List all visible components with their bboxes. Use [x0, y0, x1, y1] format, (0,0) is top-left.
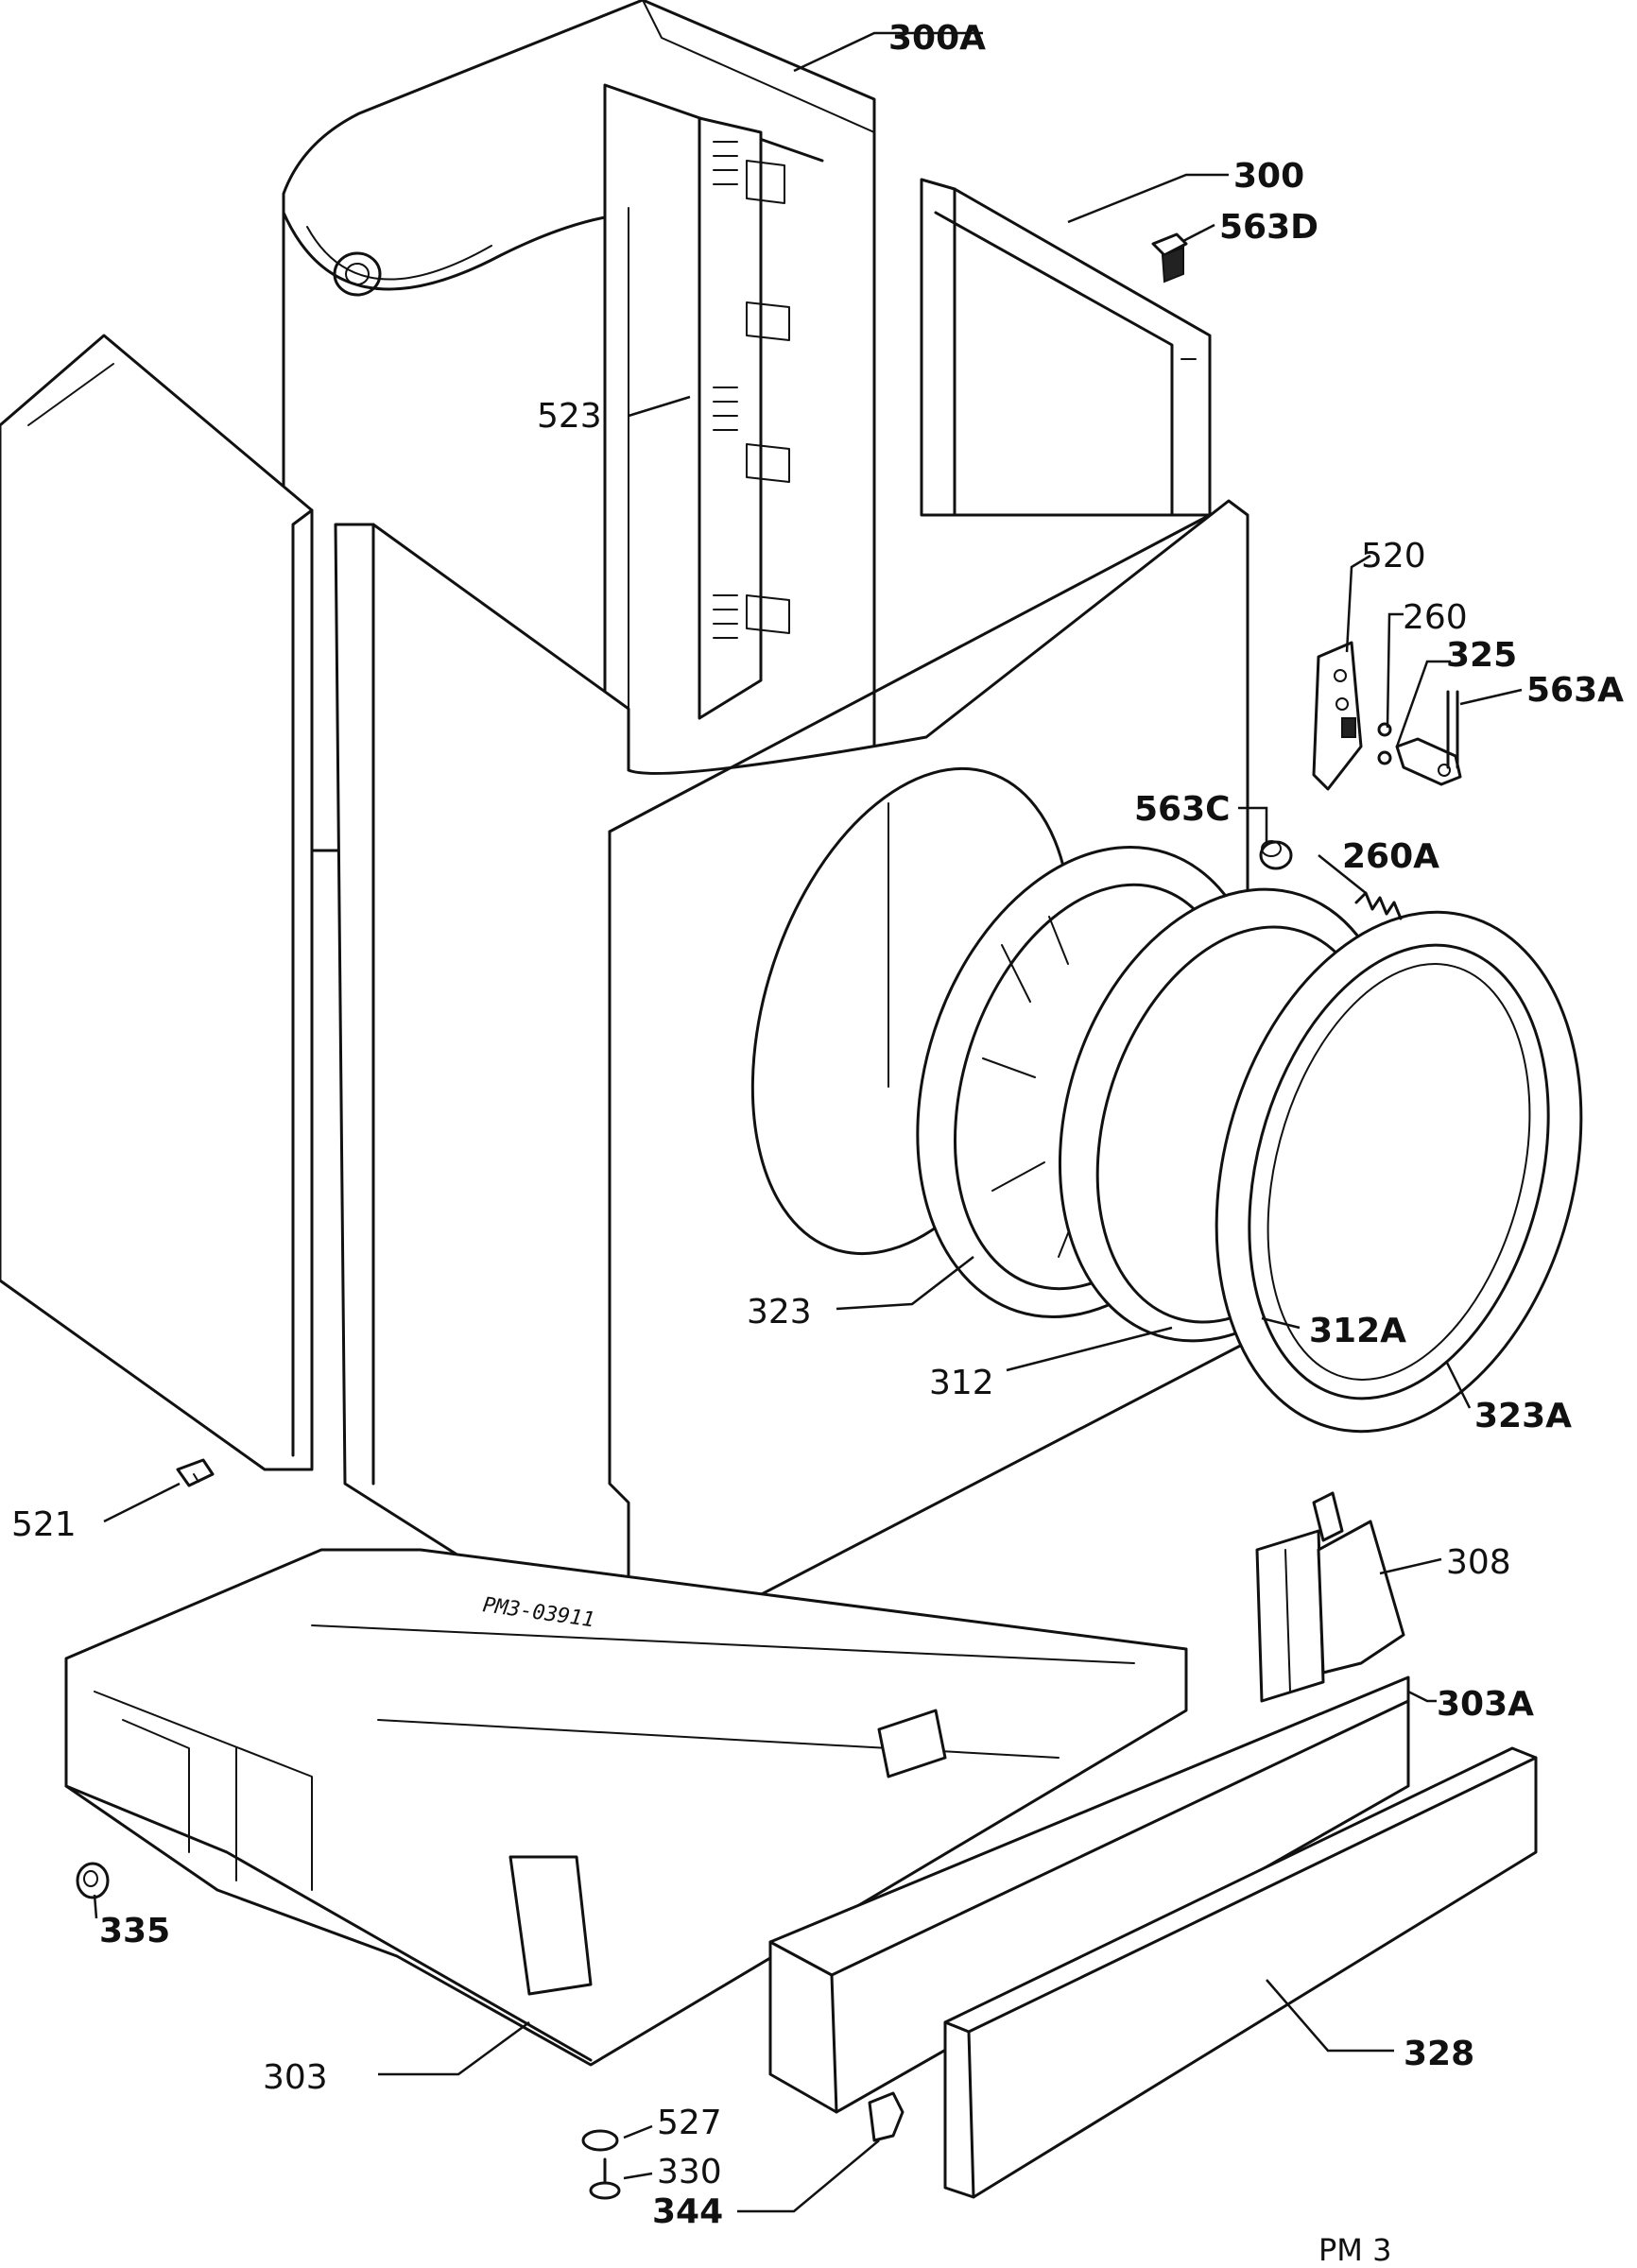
door-ring-323A [1215, 910, 1583, 1434]
callout-323: 323 [747, 1293, 812, 1332]
side-frame-300 [920, 178, 1212, 517]
callout-300: 300 [1233, 157, 1304, 196]
callout-521: 521 [11, 1505, 77, 1544]
base-frame-303 [64, 1548, 1188, 2067]
hinge-lever-325 [1395, 737, 1462, 786]
spring-260A [1354, 891, 1403, 920]
plinth-328 [943, 1746, 1538, 2199]
callout-303: 303 [263, 2058, 328, 2097]
callout-260: 260 [1403, 598, 1468, 637]
callout-323A: 323A [1474, 1397, 1572, 1435]
callout-527: 527 [657, 2104, 722, 2142]
callout-260A: 260A [1342, 837, 1439, 876]
back-panel-523 [698, 116, 790, 720]
hinge-pin-563A [1446, 690, 1459, 769]
hinge-plate-520 [1312, 641, 1363, 791]
callout-563C: 563C [1134, 790, 1231, 829]
callout-labels: 300A 300 563D 523 520 260 325 563A 563C … [11, 19, 1624, 2231]
callout-312: 312 [929, 1364, 994, 1402]
cap-563D [1151, 232, 1188, 284]
callout-563D: 563D [1219, 208, 1318, 247]
front-panel [334, 499, 1249, 1665]
callout-523: 523 [537, 397, 602, 436]
callout-563A: 563A [1526, 671, 1624, 710]
callout-344: 344 [652, 2192, 723, 2231]
hinge-pin-screw-260 [1377, 722, 1392, 765]
callout-328: 328 [1404, 2035, 1474, 2073]
clip-344 [868, 2091, 905, 2142]
bushing-563C [1259, 840, 1293, 870]
footer-code: PM 3 [1318, 2232, 1391, 2268]
callout-325: 325 [1446, 636, 1517, 675]
foot-330 [589, 2157, 621, 2200]
foot-pad-335 [76, 1862, 110, 1899]
callout-308: 308 [1446, 1543, 1511, 1582]
callout-312A: 312A [1309, 1312, 1406, 1350]
callout-303A: 303A [1437, 1685, 1534, 1724]
screw-521 [176, 1458, 215, 1487]
washer-527 [581, 2129, 619, 2152]
left-side-panel [0, 334, 314, 1471]
leader-lines [93, 31, 1523, 2213]
callout-300A: 300A [888, 19, 986, 58]
callout-330: 330 [657, 2153, 722, 2191]
callout-520: 520 [1361, 537, 1426, 576]
callout-335: 335 [99, 1912, 170, 1950]
hinge-bracket-308 [1255, 1491, 1405, 1703]
